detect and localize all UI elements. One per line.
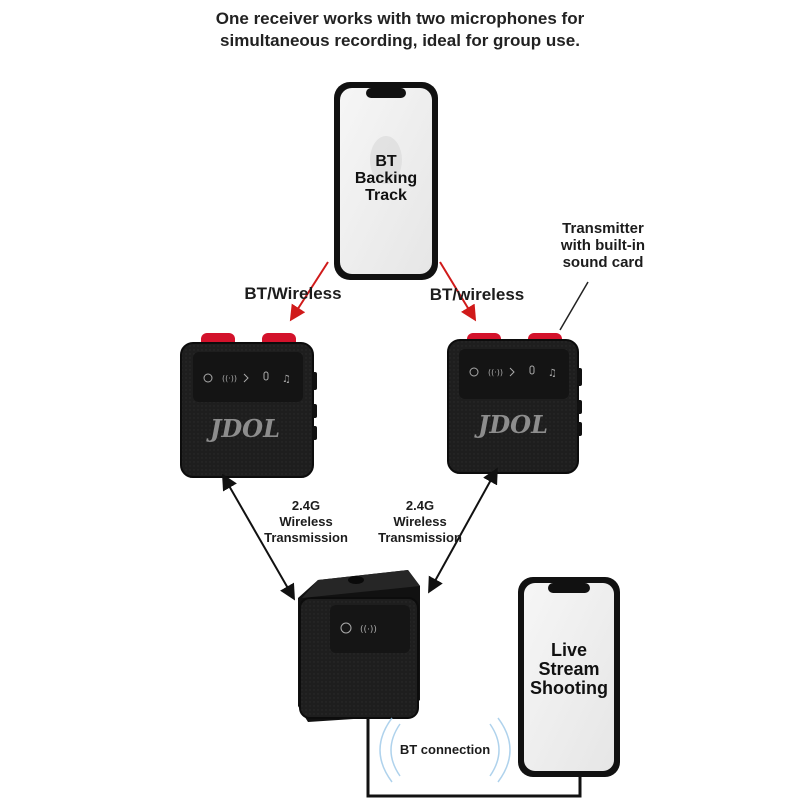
svg-text:((·)): ((·)) [222, 374, 237, 383]
right-phone-line-3: Shooting [530, 678, 608, 698]
cable [366, 718, 582, 798]
logo-right: JDOL [474, 410, 548, 439]
svg-text:♫: ♫ [282, 374, 291, 385]
headline-line-1: One receiver works with two microphones … [215, 9, 585, 28]
transmitter-label-line-3: sound card [562, 254, 644, 271]
bt-arrow-right [439, 261, 477, 322]
link-label-right-line-3: Transmission [378, 530, 462, 545]
headline: One receiver works with two microphones … [0, 8, 800, 52]
bt-connection-waves [379, 717, 511, 783]
svg-text:((·)): ((·)) [488, 368, 503, 377]
link-arrow-right [428, 467, 498, 594]
link-label-left-line-1: 2.4G [291, 498, 321, 513]
transmitter-label: Transmitter with built-in sound card [540, 220, 666, 271]
mic-icon [263, 371, 269, 381]
top-phone-line-1: BT [375, 153, 397, 170]
bt-wireless-label-right: BT/wireless [429, 285, 525, 304]
right-phone-line-2: Stream [538, 659, 600, 679]
top-phone [334, 82, 438, 280]
power-icon [203, 373, 213, 383]
wireless-icon: ((·)) [360, 625, 377, 635]
link-label-right-line-2: Wireless [393, 514, 447, 529]
bt-arrow-left [289, 261, 329, 322]
power-icon [340, 622, 352, 634]
bluetooth-icon [243, 373, 249, 383]
mic-icon [529, 365, 535, 375]
logo-left: JDOL [206, 414, 280, 443]
link-label-left: 2.4G Wireless Transmission [256, 498, 356, 546]
bt-wireless-label-left: BT/Wireless [244, 284, 342, 303]
bt-connection-label: BT connection [399, 742, 491, 757]
top-phone-line-3: Track [365, 187, 407, 204]
transmitter-right: ((·)) ♫ JDOL [447, 333, 582, 474]
receiver: ((·)) [298, 570, 420, 722]
link-arrow-left [222, 473, 295, 601]
top-phone-label: BT Backing Track [340, 153, 432, 204]
bluetooth-icon [509, 367, 515, 377]
link-label-left-line-3: Transmission [264, 530, 348, 545]
right-phone-label: Live Stream Shooting [524, 641, 614, 698]
top-phone-line-2: Backing [354, 170, 418, 187]
link-label-right-line-1: 2.4G [405, 498, 435, 513]
right-phone [518, 577, 620, 777]
link-label-right: 2.4G Wireless Transmission [370, 498, 470, 546]
transmitter-label-line-1: Transmitter [562, 220, 644, 237]
right-phone-line-1: Live [550, 640, 588, 660]
svg-text:♫: ♫ [548, 368, 557, 379]
power-icon [469, 367, 479, 377]
transmitter-left: ((·)) ♫ JDOL [180, 333, 317, 478]
transmitter-pointer [559, 281, 589, 331]
headline-line-2: simultaneous recording, ideal for group … [220, 31, 580, 50]
transmitter-label-line-2: with built-in [560, 237, 646, 254]
link-label-left-line-2: Wireless [279, 514, 333, 529]
